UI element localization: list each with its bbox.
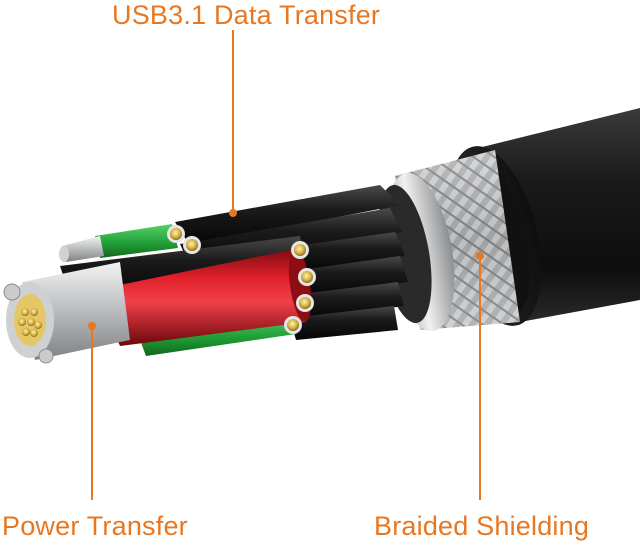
stranded-core xyxy=(3,262,130,364)
conductor-tips xyxy=(167,225,316,334)
drain-wire xyxy=(59,236,104,262)
braided-shielding-label: Braided Shielding xyxy=(374,511,590,541)
usb-data-transfer-label: USB3.1 Data Transfer xyxy=(112,0,381,30)
black-data-wires xyxy=(60,185,408,340)
power-transfer-label: Power Transfer xyxy=(2,511,188,541)
leader-lines xyxy=(88,30,484,500)
